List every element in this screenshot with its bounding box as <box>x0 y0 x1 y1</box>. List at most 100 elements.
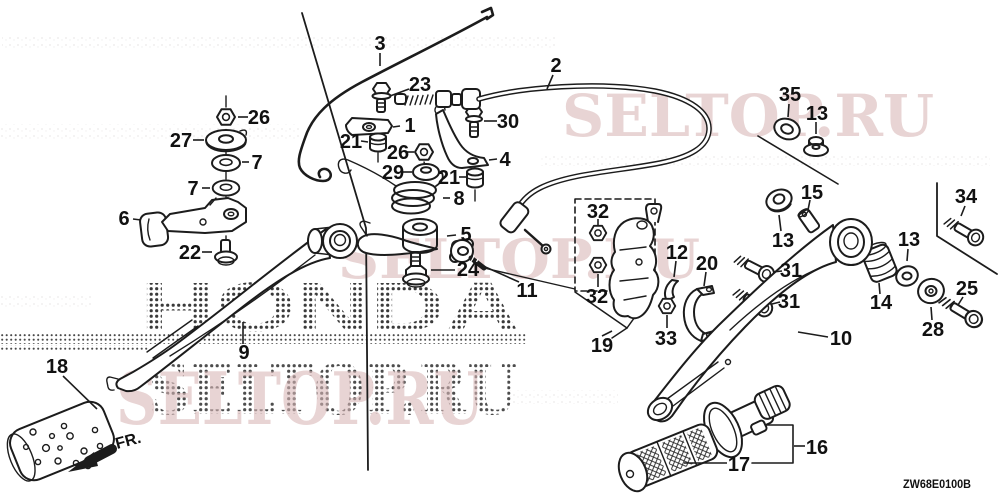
callout-leader-13 <box>778 214 782 232</box>
callout-label-24: 24 <box>457 259 480 281</box>
part-28-washer <box>917 277 945 305</box>
callout-label-31: 31 <box>780 260 802 282</box>
part-32-nut-b <box>588 256 608 274</box>
callout-leader-4 <box>488 158 498 161</box>
callout-label-5: 5 <box>460 224 471 246</box>
callout-label-7: 7 <box>251 152 262 174</box>
callout-label-14: 14 <box>870 292 893 314</box>
drawing-code: ZW68E0100B <box>903 477 971 491</box>
part-1-clamp-plate <box>345 117 393 136</box>
part-4-cable-bracket <box>434 104 489 169</box>
part-14-bellows <box>860 241 898 283</box>
callout-label-34: 34 <box>955 186 978 208</box>
callout-label-3: 3 <box>374 33 385 55</box>
callout-leader-28 <box>930 306 933 321</box>
callout-leader-1 <box>392 125 401 128</box>
halftone-band <box>0 334 527 344</box>
part-16-throttle-grip-assembly <box>617 384 794 493</box>
callout-leader-25 <box>957 296 964 306</box>
callout-label-26: 26 <box>387 142 409 164</box>
part-8-return-spring <box>337 158 444 215</box>
part-10-handlebar-right <box>646 218 873 423</box>
halftone-band-2 <box>0 345 148 350</box>
part-26-nut-b <box>414 143 434 161</box>
callout-leader-35 <box>787 103 790 118</box>
callout-label-18: 18 <box>46 356 68 378</box>
part-9-handlebar-left <box>106 223 358 393</box>
part-19-carrier-group <box>574 198 663 339</box>
callout-label-13: 13 <box>806 103 828 125</box>
divider-line-right <box>936 182 998 275</box>
callout-label-35: 35 <box>779 84 801 106</box>
callout-label-27: 27 <box>170 130 192 152</box>
callout-label-10: 10 <box>830 328 852 350</box>
callout-label-33: 33 <box>655 328 677 350</box>
part-12-clip <box>663 279 679 302</box>
part-3-throttle-rod <box>297 6 495 183</box>
callout-leader-31 <box>771 301 781 305</box>
callout-label-11: 11 <box>516 280 537 302</box>
part-6-lever <box>139 197 247 248</box>
callout-leader-15 <box>807 199 811 211</box>
callout-label-1: 1 <box>404 115 415 137</box>
callout-label-25: 25 <box>956 278 978 300</box>
callout-label-26: 26 <box>248 107 270 129</box>
callout-label-17: 17 <box>728 454 750 476</box>
callout-label-15: 15 <box>801 182 823 204</box>
callout-label-22: 22 <box>179 242 201 264</box>
part-13-grommet-c <box>895 265 919 287</box>
callout-label-2: 2 <box>550 55 561 77</box>
callout-label-8: 8 <box>453 188 464 210</box>
watermark-top-right: SELTOP.RU <box>562 82 934 150</box>
part-24-bolt <box>402 251 430 288</box>
callout-label-9: 9 <box>238 342 249 364</box>
part-29-washer <box>412 161 440 181</box>
fr-direction-arrow <box>68 444 117 472</box>
callout-leader-2 <box>546 74 554 90</box>
callout-label-13: 13 <box>898 229 920 251</box>
callout-label-19: 19 <box>591 335 613 357</box>
group-line-35-13 <box>757 135 839 185</box>
callout-leader-31 <box>772 270 783 273</box>
callout-leader-5 <box>446 234 457 237</box>
part-35-washer <box>773 117 801 141</box>
callout-leader-11 <box>471 260 520 283</box>
callout-label-30: 30 <box>497 111 519 133</box>
callout-leader-23 <box>389 88 410 97</box>
part-23-bolt <box>371 82 392 113</box>
callout-label-12: 12 <box>666 242 688 264</box>
part-21-damper-b <box>466 167 484 202</box>
callout-leader-34 <box>960 205 966 217</box>
part-stack-left <box>139 95 248 266</box>
callout-label-29: 29 <box>382 162 404 184</box>
part-5-throttle-cam <box>356 218 438 256</box>
callout-label-31: 31 <box>778 291 800 313</box>
callout-label-21: 21 <box>340 131 362 153</box>
callout-leader-12 <box>673 260 677 278</box>
part-33-nut <box>657 297 677 315</box>
part-18-grip-left <box>6 400 115 482</box>
callout-label-7: 7 <box>187 178 198 200</box>
fr-label: FR. <box>114 430 143 453</box>
callout-leader-19 <box>601 330 613 337</box>
halftone-watermark-text: SELTOP.RU <box>148 348 518 431</box>
callout-label-16: 16 <box>806 437 828 459</box>
callout-leader-14 <box>878 282 881 295</box>
callout-label-4: 4 <box>499 149 511 171</box>
callout-label-21: 21 <box>438 167 460 189</box>
part-13-bushing-a <box>803 136 829 157</box>
watermark-bottom-left: SELTOP.RU <box>116 356 484 441</box>
callout-leader-13 <box>906 248 909 262</box>
callout-label-32: 32 <box>587 201 609 223</box>
callout-leader-10 <box>797 331 829 338</box>
callout-leader-20 <box>703 271 707 287</box>
callout-label-32: 32 <box>586 286 608 308</box>
part-7-washer-b <box>211 179 241 197</box>
callout-label-28: 28 <box>922 319 944 341</box>
part-21-damper-a <box>369 132 387 163</box>
callout-label-6: 6 <box>118 208 129 230</box>
part-22-pivot-bolt <box>214 235 238 266</box>
halftone-brand-watermark: HONDA SELTOP.RU <box>0 268 527 431</box>
